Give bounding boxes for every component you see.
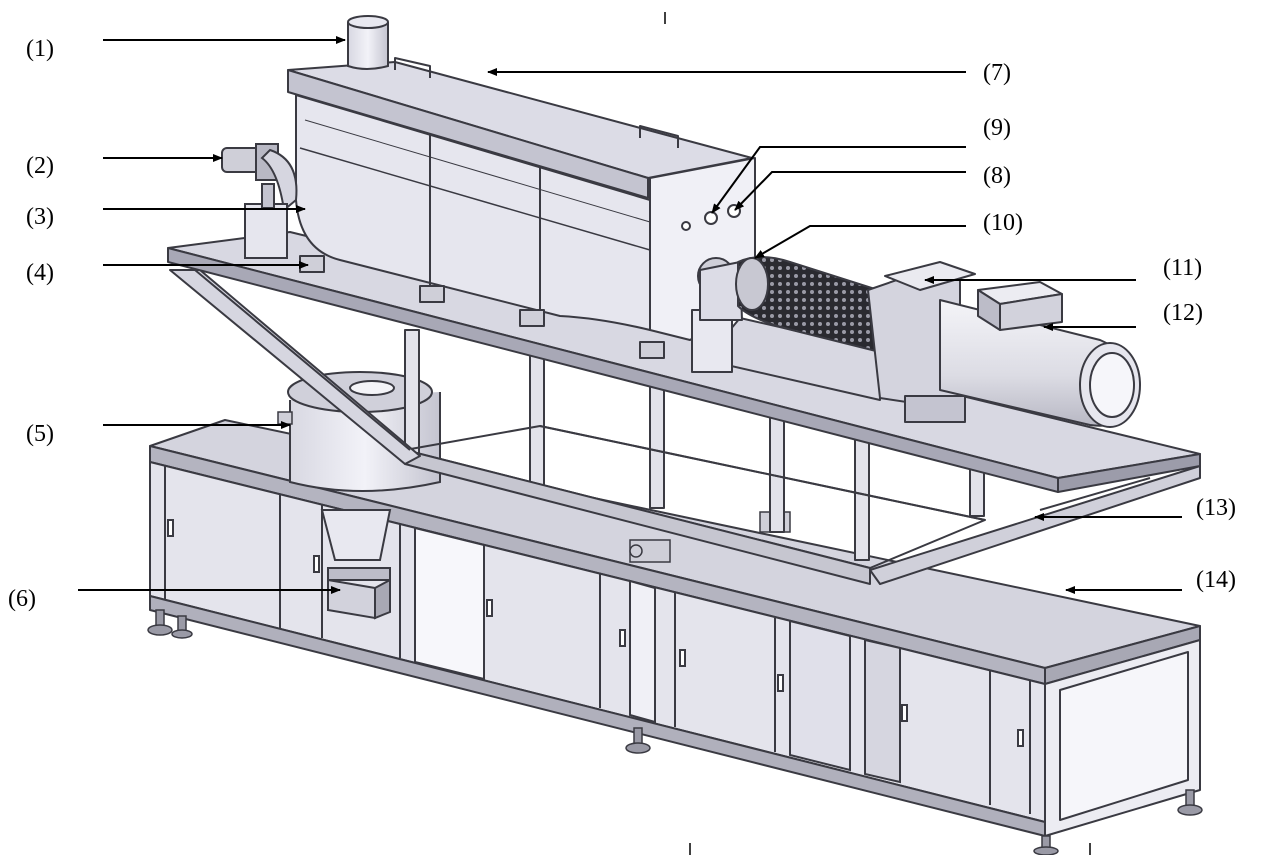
label-3: (3) [26, 204, 54, 230]
left-drive-unit [221, 143, 298, 259]
collection-tank [287, 371, 441, 561]
label-9: (9) [983, 115, 1011, 141]
label-5: (5) [26, 421, 54, 447]
cabinet-doors [164, 466, 1031, 814]
callout-labels: (1) (2) (3) (4) (5) (6) (7) (8) (9) (10)… [8, 36, 1236, 612]
leveling-feet [147, 609, 1203, 855]
label-6: (6) [8, 586, 36, 612]
label-10: (10) [983, 210, 1023, 236]
label-13: (13) [1196, 495, 1236, 521]
label-12: (12) [1163, 300, 1203, 326]
outlet-box [327, 567, 391, 620]
label-1: (1) [26, 36, 54, 62]
label-4: (4) [26, 260, 54, 286]
upper-support-frame [169, 269, 1201, 585]
label-2: (2) [26, 153, 54, 179]
label-7: (7) [983, 60, 1011, 86]
screw-press [691, 256, 1141, 428]
callout-leaders [78, 36, 1182, 594]
label-8: (8) [983, 163, 1011, 189]
label-11: (11) [1163, 255, 1202, 281]
inlet-pipe [347, 15, 389, 70]
mixer-trough [287, 57, 756, 359]
registration-ticks [664, 12, 1091, 855]
label-14: (14) [1196, 567, 1236, 593]
